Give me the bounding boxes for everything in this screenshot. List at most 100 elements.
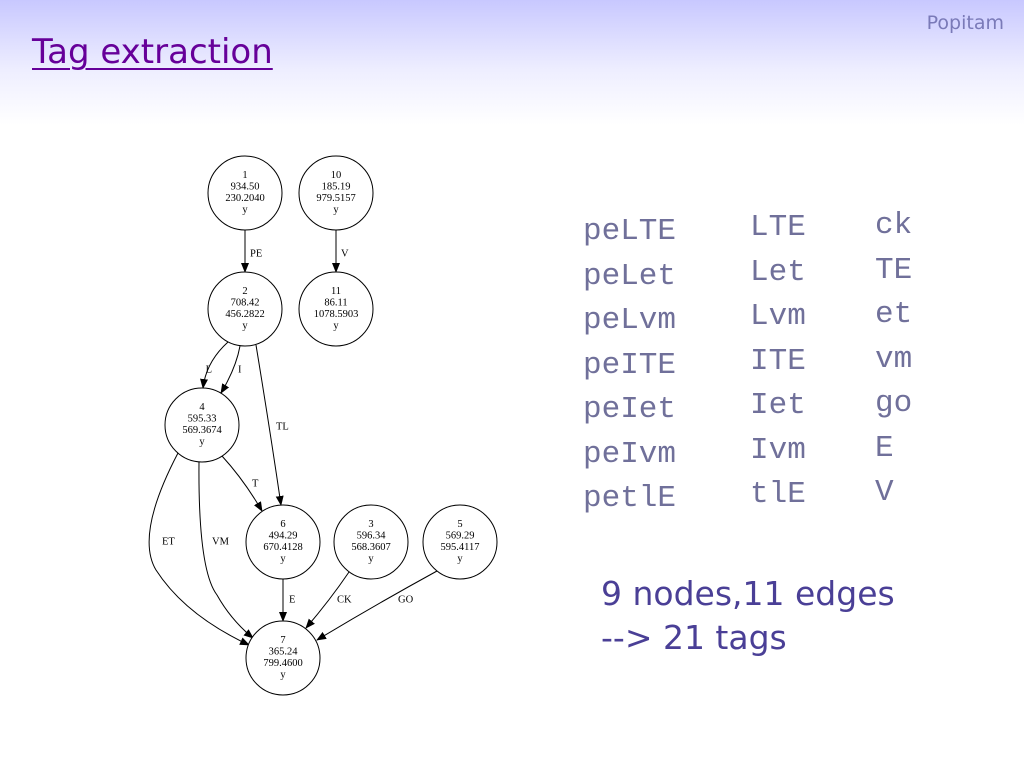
edge-label: V: [341, 248, 349, 259]
edge-label: ET: [162, 536, 175, 547]
tag-item: TE: [875, 252, 913, 288]
summary: 9 nodes,11 edges --> 21 tags: [601, 572, 895, 660]
node-text: 10: [331, 170, 342, 181]
tag-item: Lvm: [750, 299, 806, 334]
edge-label: I: [238, 364, 242, 375]
node-text: 494.29: [269, 531, 298, 542]
node-circle: [245, 620, 321, 696]
tag-item: peLvm: [583, 303, 677, 338]
node-text: 569.3674: [182, 425, 222, 436]
tag-item: peITE: [583, 347, 677, 383]
tag-item: ITE: [750, 343, 806, 379]
node-text: 670.4128: [263, 542, 302, 553]
node-text: y: [333, 205, 339, 216]
edge-2-4: [200, 341, 229, 389]
tag-item: et: [875, 297, 913, 332]
summary-line-1: 9 nodes,11 edges: [601, 574, 895, 613]
tag-item: go: [875, 386, 913, 421]
tag-item: Ivm: [750, 432, 806, 468]
node-text: 1078.5903: [314, 309, 359, 320]
node-text: y: [199, 437, 205, 448]
tag-item: Iet: [750, 388, 806, 423]
node-circle: [298, 271, 374, 347]
edge-label: L: [206, 364, 212, 375]
edge-label: TL: [276, 421, 289, 432]
node-text: 979.5157: [316, 193, 355, 204]
node-circle: [207, 271, 283, 347]
node-text: y: [368, 554, 374, 565]
tag-item: petlE: [583, 481, 677, 516]
summary-line-2: --> 21 tags: [601, 618, 787, 657]
spectrum-graph: 1934.50230.2040y10185.19979.5157y2708.42…: [148, 155, 498, 696]
node-text: y: [457, 554, 463, 565]
node-text: 185.19: [322, 182, 351, 193]
brand-label: Popitam: [926, 12, 1004, 34]
tag-item: peIvm: [583, 436, 677, 472]
node-text: 569.29: [446, 531, 475, 542]
edge-5-7: [316, 570, 438, 641]
edge-2-4: [220, 345, 241, 394]
tag-item: LTE: [750, 210, 806, 245]
tag-column-1: peLTE peLet peLvm peITE peIet peIvm petlE: [583, 210, 676, 522]
node-circle: [298, 155, 374, 231]
edge-2-6: [255, 344, 284, 506]
tag-item: Let: [750, 254, 806, 290]
node-circle: [333, 504, 409, 580]
node-text: y: [280, 670, 286, 681]
node-text: 595.4117: [441, 542, 480, 553]
node-circle: [422, 504, 498, 580]
node-text: y: [333, 321, 339, 332]
edge-label: E: [289, 594, 295, 605]
edge-4-6: [221, 455, 263, 512]
node-text: y: [280, 554, 286, 565]
edge-4-7: [148, 452, 250, 646]
tag-item: vm: [875, 341, 913, 377]
edge-label: PE: [250, 248, 262, 259]
node-text: 568.3607: [351, 542, 390, 553]
edge-label: VM: [212, 536, 230, 547]
node-text: 7: [280, 635, 285, 646]
node-text: 365.24: [269, 647, 299, 658]
tag-item: E: [875, 430, 894, 466]
node-text: 799.4600: [263, 658, 302, 669]
node-text: 708.42: [231, 298, 260, 309]
node-circle: [164, 387, 240, 463]
node-text: 4: [199, 402, 205, 413]
slide-title: Tag extraction: [32, 32, 273, 72]
tag-item: V: [875, 475, 894, 510]
tag-item: peLet: [583, 258, 677, 294]
node-text: 86.11: [324, 298, 347, 309]
node-text: 5: [457, 519, 462, 530]
edge-4-7: [198, 461, 254, 639]
tag-item: ck: [875, 208, 913, 243]
edge-label: CK: [337, 594, 352, 605]
edge-label: GO: [398, 594, 414, 605]
node-text: 3: [368, 519, 373, 530]
node-text: 2: [242, 286, 247, 297]
edge-label: T: [252, 478, 259, 489]
node-text: y: [242, 321, 248, 332]
node-circle: [207, 155, 283, 231]
tag-item: peIet: [583, 392, 677, 427]
tag-item: tlE: [750, 477, 806, 512]
node-text: 595.33: [188, 414, 217, 425]
node-text: y: [242, 205, 248, 216]
node-text: 11: [331, 286, 341, 297]
node-text: 456.2822: [225, 309, 264, 320]
node-circle: [245, 504, 321, 580]
node-text: 6: [280, 519, 285, 530]
edge-3-7: [305, 571, 350, 629]
node-text: 1: [242, 170, 247, 181]
tag-item: peLTE: [583, 214, 677, 249]
